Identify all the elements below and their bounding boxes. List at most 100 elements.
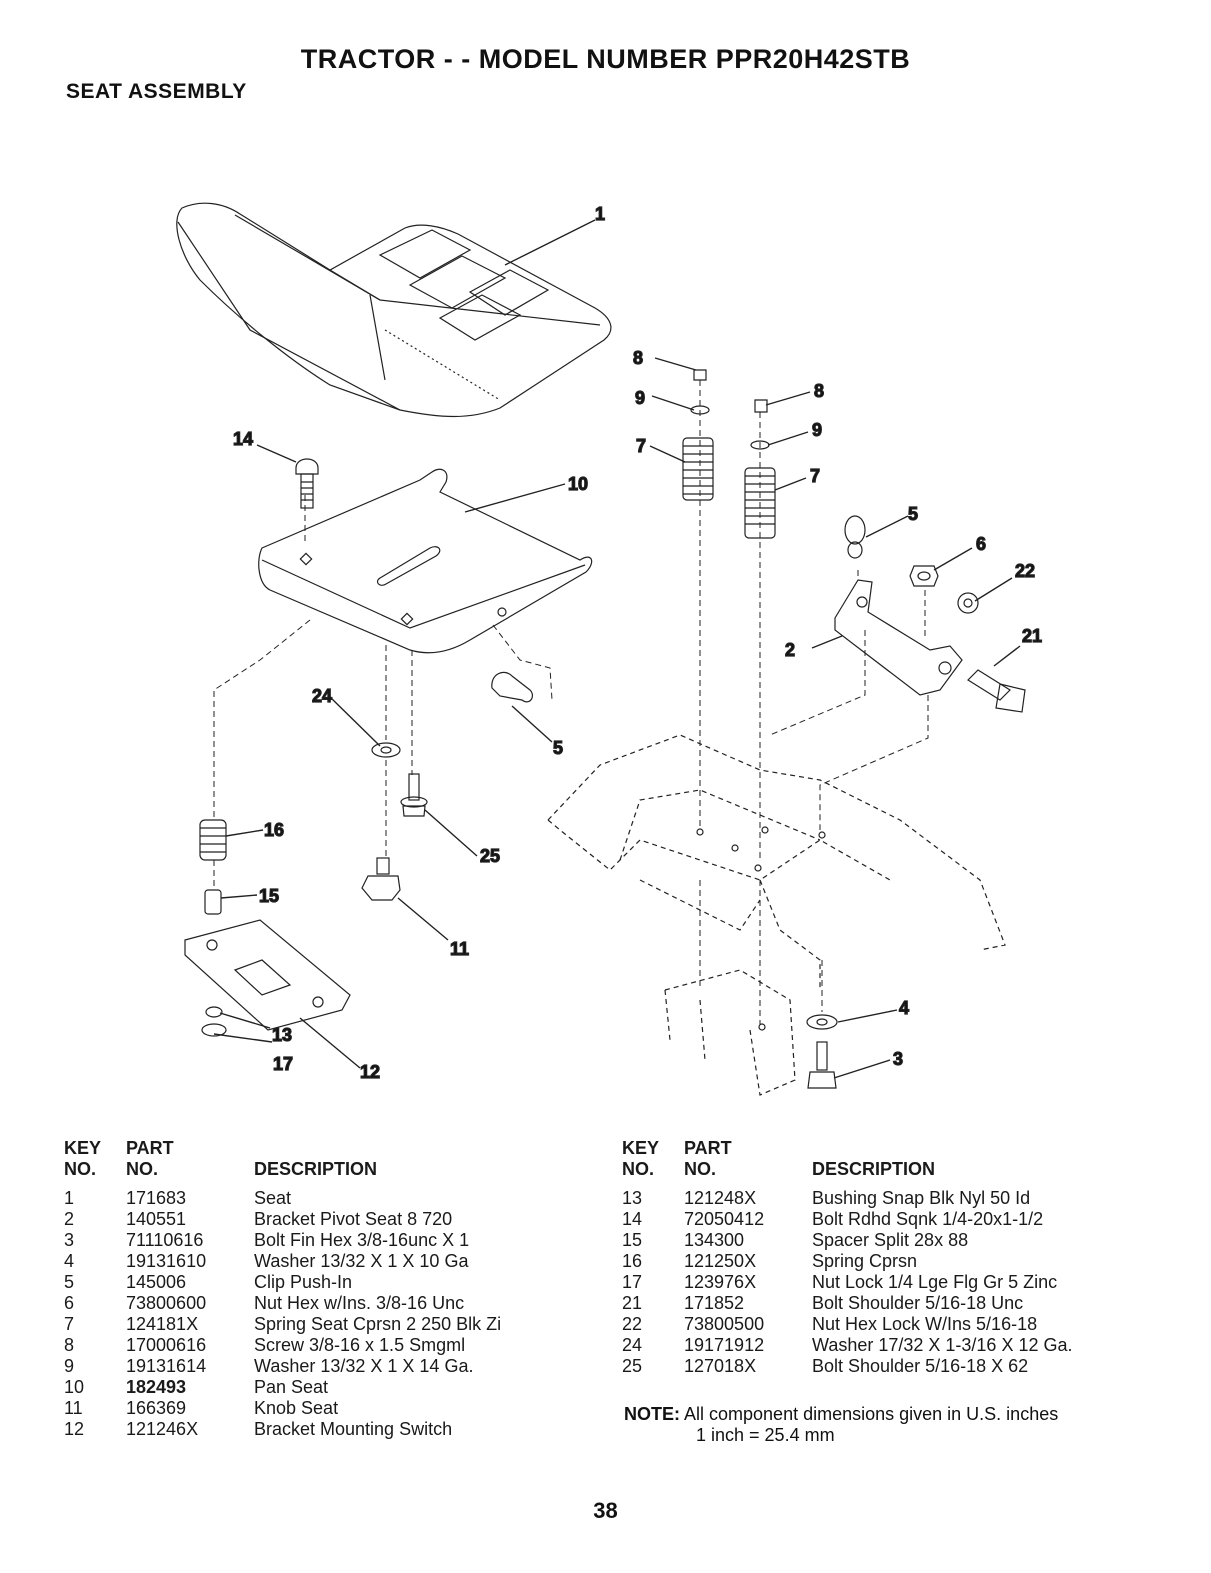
spring-stack-left bbox=[682, 369, 714, 501]
key-no: 14 bbox=[622, 1209, 643, 1229]
bushing-13-nut-17 bbox=[201, 1006, 227, 1037]
description: Nut Hex Lock W/Ins 5/16-18 bbox=[812, 1314, 1038, 1334]
part-no: 121246X bbox=[126, 1419, 199, 1439]
callout-number: 3 bbox=[893, 1049, 903, 1069]
section-title: SEAT ASSEMBLY bbox=[66, 80, 247, 103]
description: Bushing Snap Blk Nyl 50 Id bbox=[812, 1188, 1031, 1208]
bolt-3 bbox=[807, 1041, 837, 1089]
part-no: 17000616 bbox=[126, 1335, 207, 1355]
key-no: 15 bbox=[622, 1230, 643, 1250]
callout-number: 9 bbox=[812, 420, 822, 440]
callout-number: 10 bbox=[568, 474, 588, 494]
part-no: 73800500 bbox=[684, 1314, 765, 1334]
assembly-guide-lines bbox=[213, 380, 929, 1025]
part-no: 171852 bbox=[684, 1293, 745, 1313]
clip-5-right bbox=[844, 515, 866, 559]
description: Washer 13/32 X 1 X 10 Ga bbox=[254, 1251, 469, 1271]
header-part: PART bbox=[126, 1138, 174, 1158]
header-key: KEY bbox=[64, 1138, 102, 1158]
tractor-frame-outline bbox=[547, 734, 1006, 1096]
key-no: 13 bbox=[622, 1188, 643, 1208]
seat-assembly-diagram: 1 14 10 8 9 7 8 9 7 5 6 22 21 2 24 5 16 … bbox=[176, 202, 1043, 1096]
description: Spacer Split 28x 88 bbox=[812, 1230, 969, 1250]
description: Knob Seat bbox=[254, 1398, 339, 1418]
key-no: 21 bbox=[622, 1293, 643, 1313]
header-key-no: NO. bbox=[64, 1159, 97, 1179]
header-description: DESCRIPTION bbox=[812, 1159, 936, 1179]
description: Nut Lock 1/4 Lge Flg Gr 5 Zinc bbox=[812, 1272, 1058, 1292]
bolt-14-part bbox=[295, 458, 319, 509]
table-row: 22 73800500 Nut Hex Lock W/Ins 5/16-18 bbox=[622, 1314, 1072, 1335]
part-no: 127018X bbox=[684, 1356, 757, 1376]
bracket-switch-12 bbox=[184, 919, 351, 1031]
part-no: 171683 bbox=[126, 1188, 187, 1208]
description: Seat bbox=[254, 1188, 292, 1208]
key-no: 6 bbox=[64, 1293, 75, 1313]
key-no: 16 bbox=[622, 1251, 643, 1271]
part-no: 71110616 bbox=[126, 1230, 204, 1250]
description: Bracket Mounting Switch bbox=[254, 1419, 453, 1439]
callout-number: 9 bbox=[635, 388, 645, 408]
key-no: 10 bbox=[64, 1377, 85, 1397]
part-no: 134300 bbox=[684, 1230, 745, 1250]
key-no: 2 bbox=[64, 1209, 75, 1229]
header-part-no: NO. bbox=[126, 1159, 159, 1179]
header-key: KEY bbox=[622, 1138, 660, 1158]
description: Pan Seat bbox=[254, 1377, 329, 1397]
key-no: 9 bbox=[64, 1356, 75, 1376]
bolt-21 bbox=[967, 669, 1026, 713]
part-no: 145006 bbox=[126, 1272, 187, 1292]
page-title: TRACTOR - - MODEL NUMBER PPR20H42STB bbox=[300, 44, 911, 74]
callout-number: 17 bbox=[273, 1054, 293, 1074]
callout-number: 25 bbox=[480, 846, 500, 866]
callout-number: 15 bbox=[259, 886, 279, 906]
part-no: 19171912 bbox=[684, 1335, 765, 1355]
callout-number: 12 bbox=[360, 1062, 380, 1082]
callout-number: 22 bbox=[1015, 561, 1035, 581]
key-no: 3 bbox=[64, 1230, 75, 1250]
description: Washer 17/32 X 1-3/16 X 12 Ga. bbox=[812, 1335, 1073, 1355]
description: Screw 3/8-16 x 1.5 Smgml bbox=[254, 1335, 466, 1355]
description: Spring Cprsn bbox=[812, 1251, 918, 1271]
table-row: 15 134300 Spacer Split 28x 88 bbox=[622, 1230, 1072, 1251]
table-row: 11 166369 Knob Seat bbox=[64, 1398, 501, 1419]
callout-number: 24 bbox=[312, 686, 332, 706]
seat-part bbox=[176, 202, 612, 418]
description: Bolt Rdhd Sqnk 1/4-20x1-1/2 bbox=[812, 1209, 1044, 1229]
table-row: 12 121246X Bracket Mounting Switch bbox=[64, 1419, 501, 1440]
callout-number: 7 bbox=[810, 466, 820, 486]
key-no: 17 bbox=[622, 1272, 643, 1292]
callout-number: 8 bbox=[633, 348, 643, 368]
header-part-no: NO. bbox=[684, 1159, 717, 1179]
note-line-2: 1 inch = 25.4 mm bbox=[696, 1425, 835, 1445]
part-no: 121248X bbox=[684, 1188, 757, 1208]
part-no: 166369 bbox=[126, 1398, 187, 1418]
key-no: 22 bbox=[622, 1314, 643, 1334]
header-key-no: NO. bbox=[622, 1159, 655, 1179]
bracket-pivot-part bbox=[834, 579, 963, 696]
frame-holes bbox=[696, 826, 826, 1031]
key-no: 11 bbox=[64, 1398, 83, 1418]
callout-leaders bbox=[213, 219, 1021, 1079]
key-no: 12 bbox=[64, 1419, 85, 1439]
washer-4 bbox=[806, 1014, 838, 1030]
page-number: 38 bbox=[593, 1498, 618, 1523]
callout-number: 13 bbox=[272, 1025, 292, 1045]
callout-number: 6 bbox=[976, 534, 986, 554]
header-description: DESCRIPTION bbox=[254, 1159, 378, 1179]
part-no: 182493 bbox=[126, 1377, 187, 1397]
callout-number: 1 bbox=[595, 204, 605, 224]
key-no: 4 bbox=[64, 1251, 75, 1271]
